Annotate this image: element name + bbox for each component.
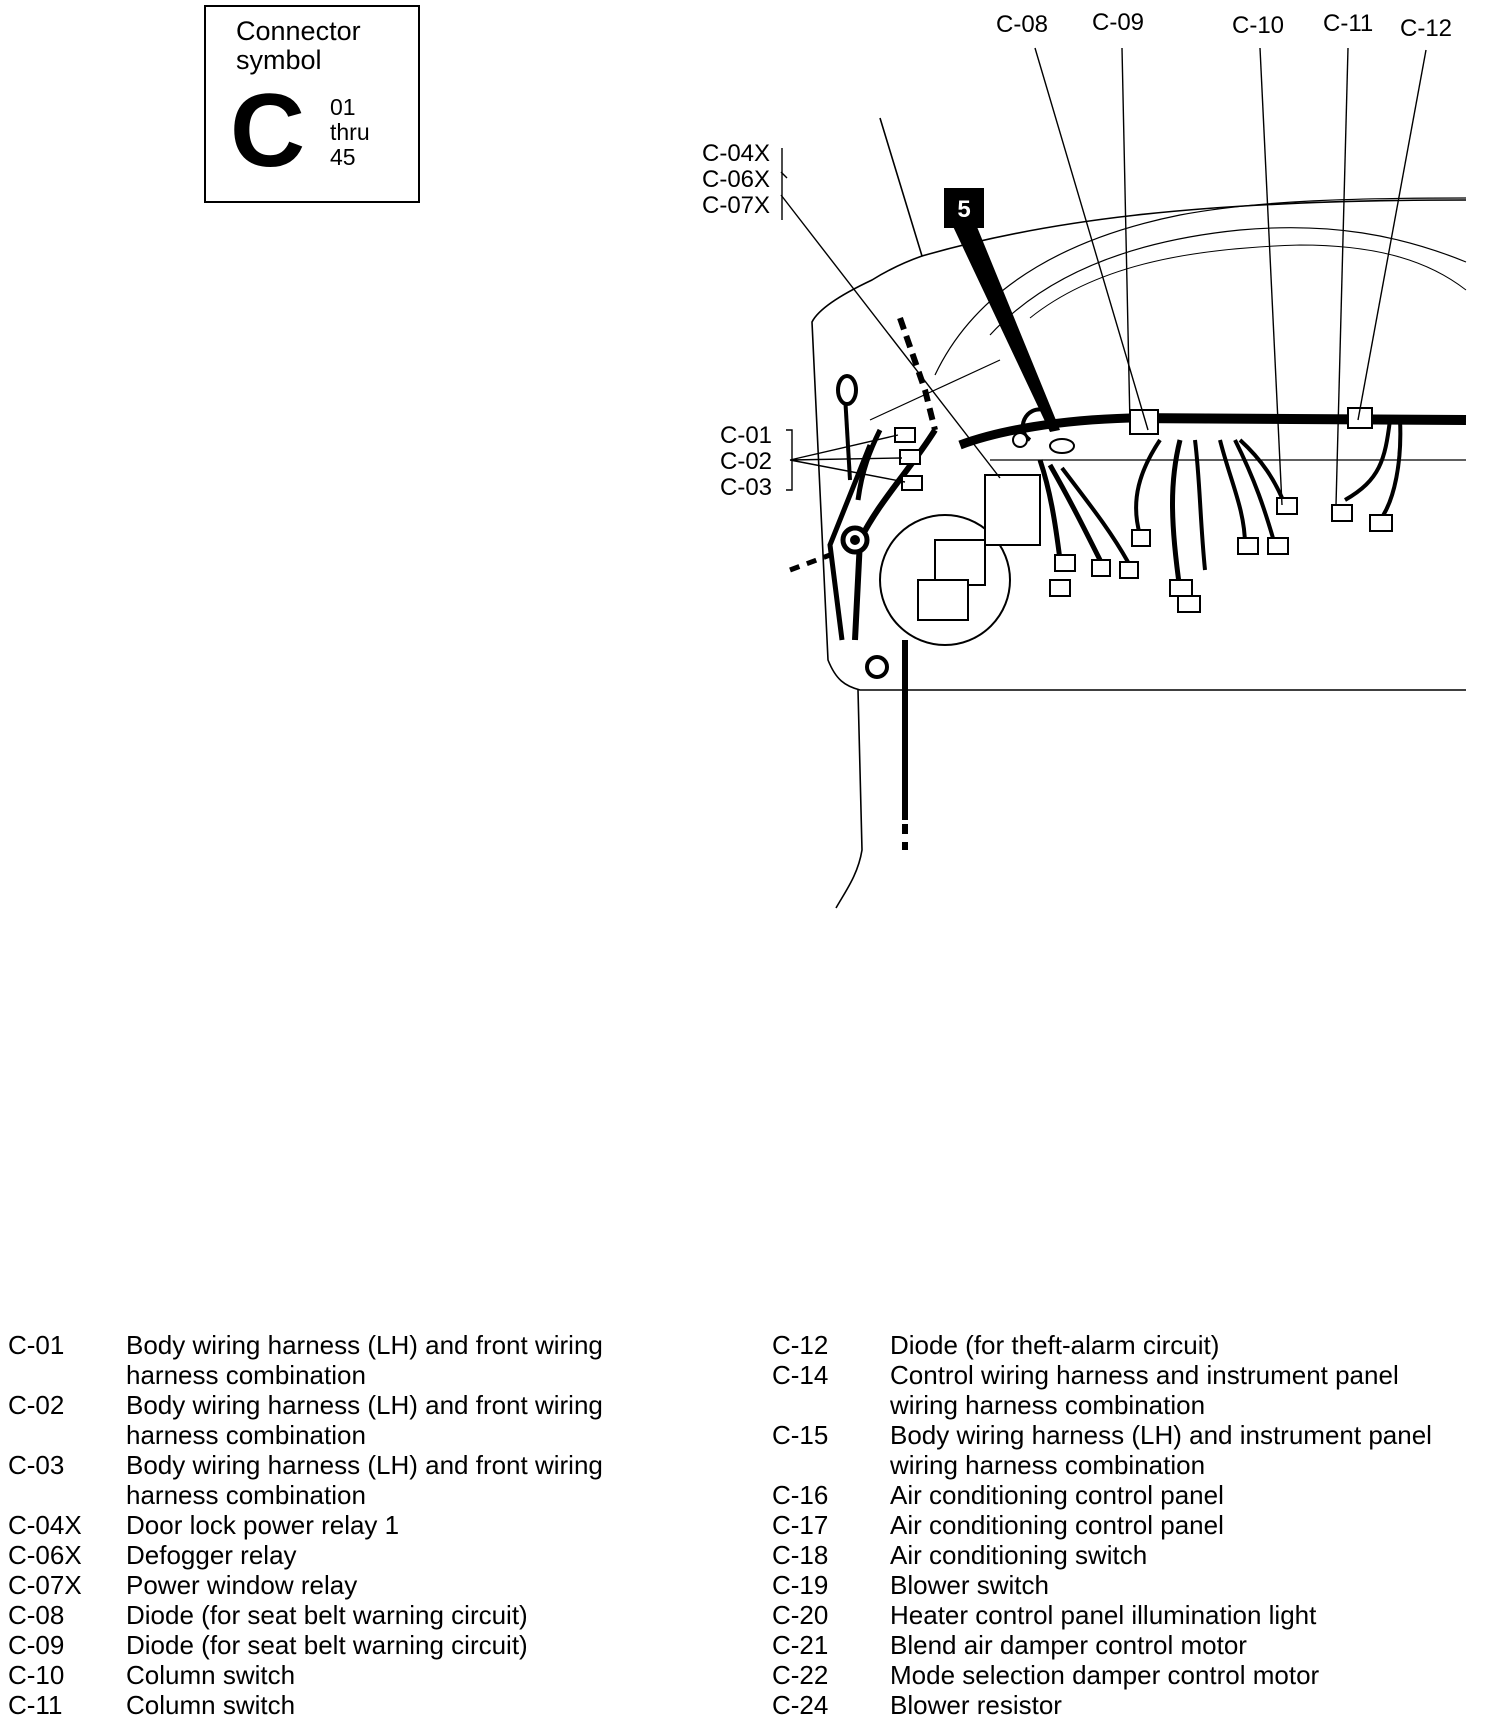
legend-row: C-18 Air conditioning switch <box>772 1540 1432 1570</box>
legend-row: C-12 Diode (for theft-alarm circuit) <box>772 1330 1432 1360</box>
legend-description: Column switch <box>126 1690 296 1720</box>
legend-description: Body wiring harness (LH) and instrument … <box>890 1420 1432 1480</box>
label-c08: C-08 <box>996 11 1048 38</box>
legend-description: Air conditioning switch <box>890 1540 1148 1570</box>
connector-symbol-box: Connector symbol C 01 thru 45 <box>204 5 420 203</box>
legend-row: C-14 Control wiring harness and instrumen… <box>772 1360 1432 1420</box>
legend-row: C-17 Air conditioning control panel <box>772 1510 1432 1540</box>
label-c02: C-02 <box>720 448 772 475</box>
legend-description: Air conditioning control panel <box>890 1480 1224 1510</box>
legend-description: Mode selection damper control motor <box>890 1660 1320 1690</box>
legend-row: C-07X Power window relay <box>8 1570 603 1600</box>
connector-symbol-letter: C <box>230 73 306 189</box>
connector-symbol-range: 01 thru 45 <box>330 94 370 170</box>
legend-code: C-20 <box>772 1600 829 1630</box>
legend-description: Diode (for seat belt warning circuit) <box>126 1630 528 1660</box>
marker-5-pointer: 5 <box>944 188 1060 432</box>
legend-description: Power window relay <box>126 1570 358 1600</box>
legend-code: C-16 <box>772 1480 829 1510</box>
legend-code: C-10 <box>8 1660 65 1690</box>
legend-description: Diode (for theft-alarm circuit) <box>890 1330 1220 1360</box>
legend-code: C-24 <box>772 1690 829 1720</box>
legend-description: Blend air damper control motor <box>890 1630 1247 1660</box>
label-c09: C-09 <box>1092 9 1144 36</box>
legend-code: C-14 <box>772 1360 829 1390</box>
legend-row: C-03 Body wiring harness (LH) and front w… <box>8 1450 603 1510</box>
legend-row: C-20 Heater control panel illumination li… <box>772 1600 1432 1630</box>
legend-code: C-07X <box>8 1570 82 1600</box>
wiring-harness-diagram: 5 <box>702 9 1467 909</box>
legend-code: C-11 <box>8 1690 63 1720</box>
connector-legend-right: C-12 Diode (for theft-alarm circuit) C-14… <box>772 1330 1432 1720</box>
legend-code: C-09 <box>8 1630 65 1660</box>
callout-labels: C-04X C-06X C-07X C-01 C-02 C-03 C-08 C-… <box>702 9 1452 501</box>
legend-row: C-15 Body wiring harness (LH) and instrum… <box>772 1420 1432 1480</box>
legend-code: C-12 <box>772 1330 829 1360</box>
legend-description: Body wiring harness (LH) and front wirin… <box>126 1390 603 1450</box>
legend-row: C-02 Body wiring harness (LH) and front w… <box>8 1390 603 1450</box>
legend-row: C-11 Column switch <box>8 1690 603 1720</box>
label-c01: C-01 <box>720 422 772 449</box>
label-c12: C-12 <box>1400 15 1452 42</box>
legend-code: C-04X <box>8 1510 82 1540</box>
legend-row: C-16 Air conditioning control panel <box>772 1480 1432 1510</box>
label-c10: C-10 <box>1232 12 1284 39</box>
legend-row: C-21 Blend air damper control motor <box>772 1630 1432 1660</box>
dashboard-outline <box>811 117 1467 909</box>
label-c11: C-11 <box>1323 10 1373 37</box>
connector-plugs <box>836 374 1393 613</box>
legend-description: Door lock power relay 1 <box>126 1510 400 1540</box>
legend-row: C-08 Diode (for seat belt warning circuit… <box>8 1600 603 1630</box>
legend-code: C-08 <box>8 1600 65 1630</box>
label-c04x: C-04X <box>702 140 770 167</box>
legend-code: C-22 <box>772 1660 829 1690</box>
label-c07x: C-07X <box>702 192 770 219</box>
legend-description: Blower switch <box>890 1570 1049 1600</box>
legend-row: C-09 Diode (for seat belt warning circuit… <box>8 1630 603 1660</box>
legend-description: Control wiring harness and instrument pa… <box>890 1360 1399 1420</box>
legend-row: C-06X Defogger relay <box>8 1540 603 1570</box>
legend-code: C-03 <box>8 1450 65 1480</box>
legend-code: C-18 <box>772 1540 829 1570</box>
marker-5-label: 5 <box>957 196 970 223</box>
legend-row: C-19 Blower switch <box>772 1570 1432 1600</box>
legend-row: C-24 Blower resistor <box>772 1690 1432 1720</box>
legend-code: C-21 <box>772 1630 829 1660</box>
legend-code: C-17 <box>772 1510 829 1540</box>
legend-code: C-01 <box>8 1330 65 1360</box>
legend-code: C-06X <box>8 1540 82 1570</box>
callout-leaders <box>780 47 1427 506</box>
legend-row: C-01 Body wiring harness (LH) and front w… <box>8 1330 603 1390</box>
legend-code: C-15 <box>772 1420 829 1450</box>
legend-description: Defogger relay <box>126 1540 297 1570</box>
legend-row: C-04X Door lock power relay 1 <box>8 1510 603 1540</box>
connector-symbol-title: Connector symbol <box>236 16 361 75</box>
label-c03: C-03 <box>720 474 772 501</box>
legend-description: Column switch <box>126 1660 296 1690</box>
legend-description: Air conditioning control panel <box>890 1510 1224 1540</box>
legend-description: Blower resistor <box>890 1690 1062 1720</box>
legend-description: Body wiring harness (LH) and front wirin… <box>126 1330 603 1390</box>
legend-row: C-10 Column switch <box>8 1660 603 1690</box>
legend-row: C-22 Mode selection damper control motor <box>772 1660 1432 1690</box>
legend-description: Heater control panel illumination light <box>890 1600 1317 1630</box>
legend-code: C-02 <box>8 1390 65 1420</box>
legend-description: Diode (for seat belt warning circuit) <box>126 1600 528 1630</box>
legend-description: Body wiring harness (LH) and front wirin… <box>126 1450 603 1510</box>
label-c06x: C-06X <box>702 166 770 193</box>
wire-harness <box>789 317 1467 850</box>
legend-code: C-19 <box>772 1570 829 1600</box>
relay-assembly <box>840 474 1041 679</box>
